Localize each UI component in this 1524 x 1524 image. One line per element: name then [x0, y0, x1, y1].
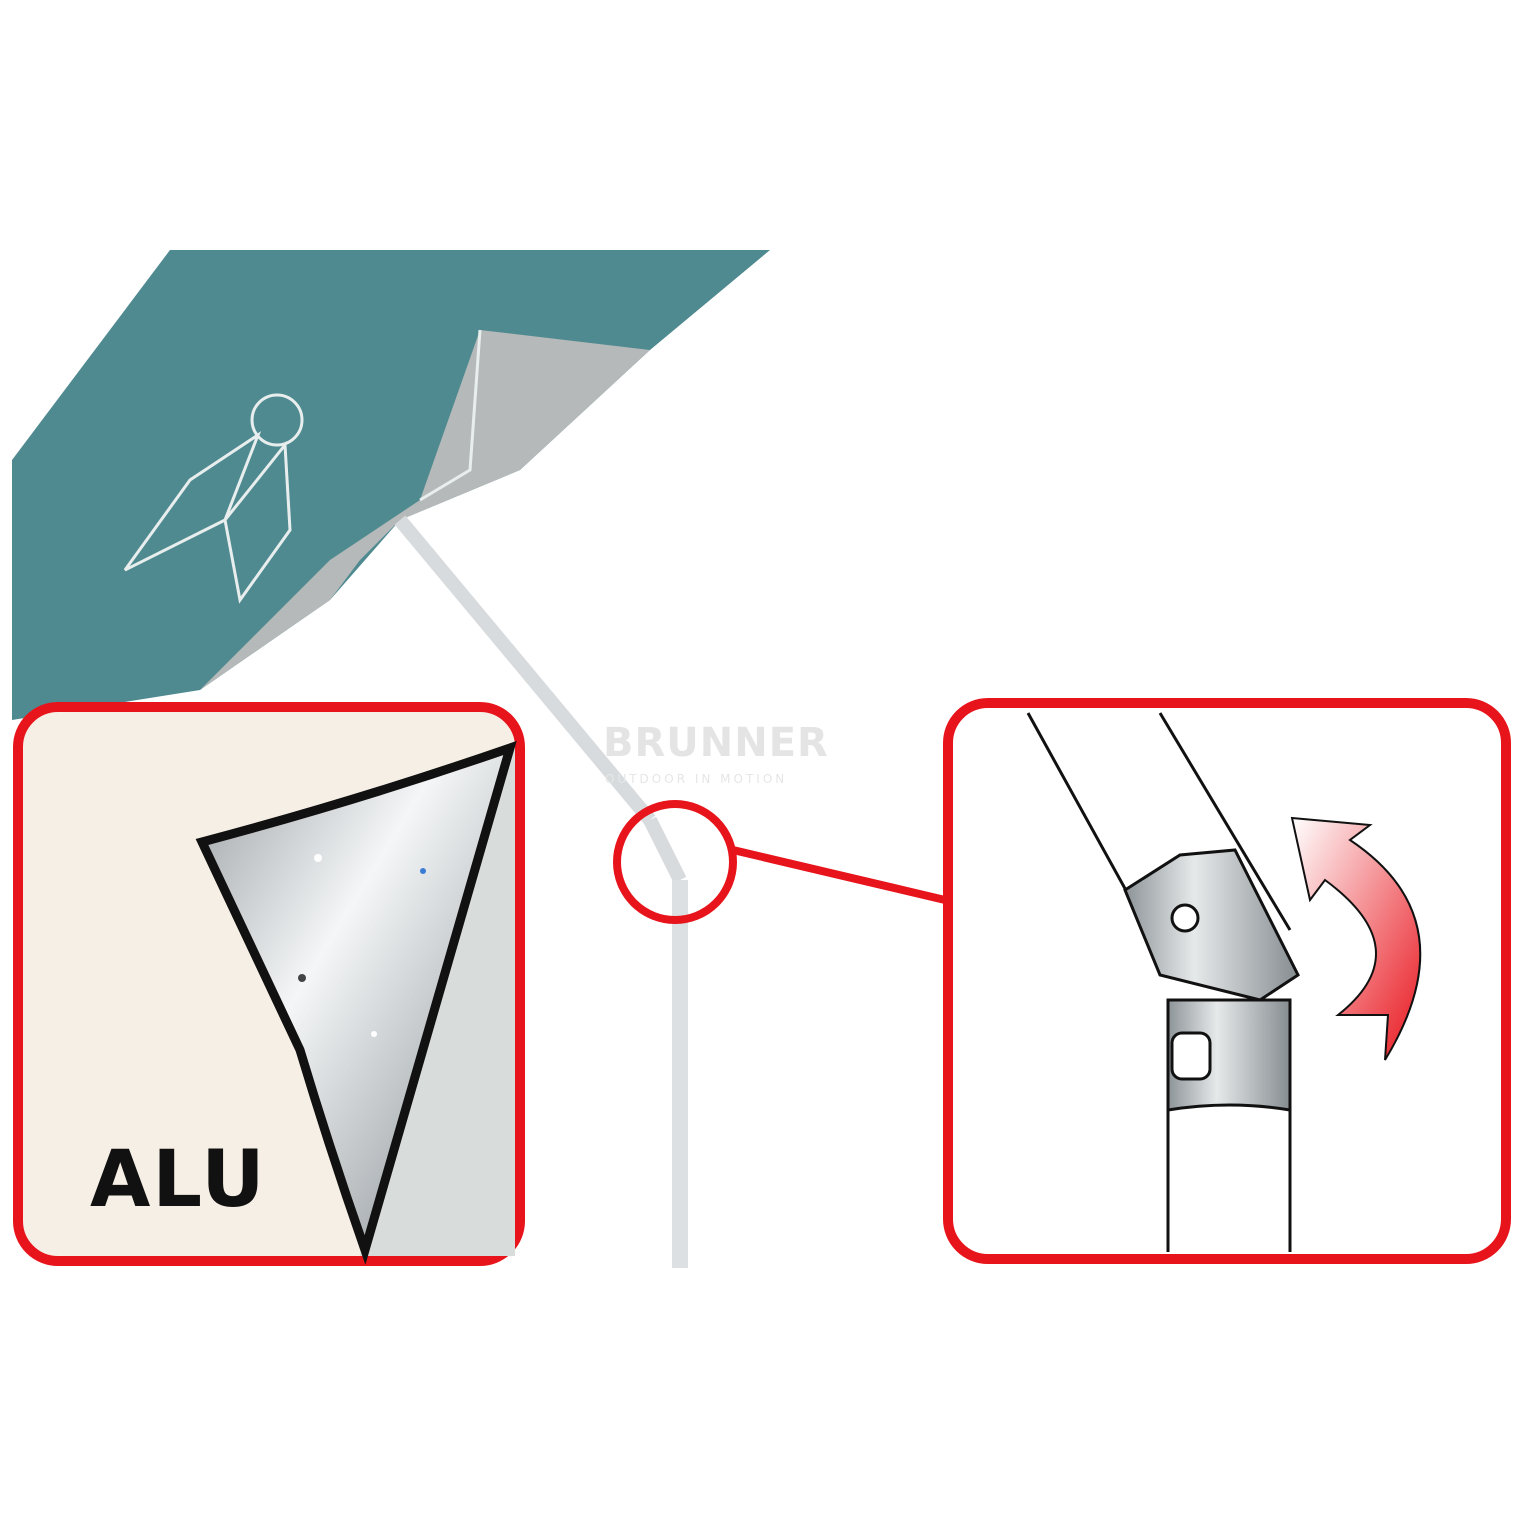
- umbrella-canopy: [12, 250, 770, 720]
- alu-label: ALU: [90, 1135, 267, 1225]
- brand-watermark: BRUNNER: [603, 720, 829, 766]
- rotate-arrow-icon: [1290, 816, 1422, 1061]
- brand-tagline: OUTDOOR IN MOTION: [605, 772, 788, 786]
- callout-connector: [732, 846, 946, 904]
- umbrella-pole: [394, 515, 688, 1268]
- tilt-mechanism-panel: [943, 698, 1511, 1264]
- joint-highlight-circle: [613, 800, 737, 924]
- alu-detail-panel: [13, 702, 525, 1266]
